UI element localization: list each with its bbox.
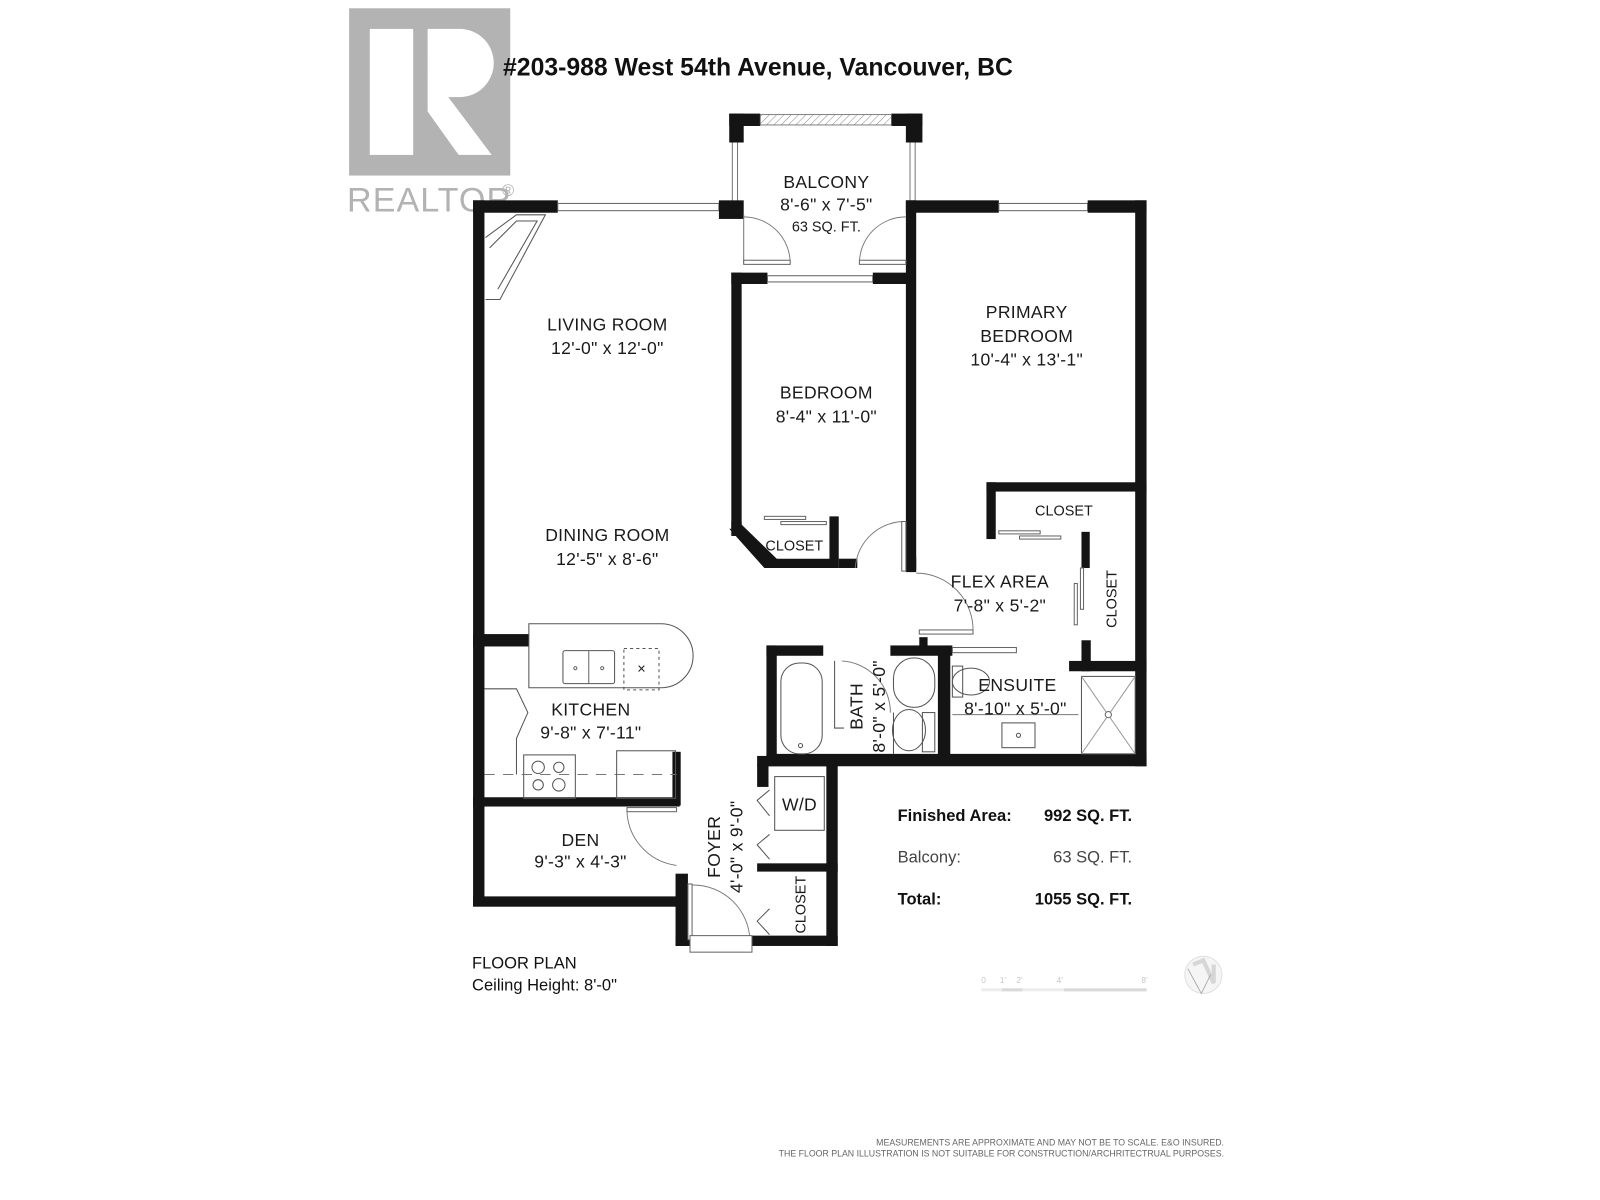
area-summary: Finished Area: 992 SQ. FT. Balcony: 63 S… (898, 806, 1132, 909)
svg-text:8': 8' (1141, 976, 1148, 985)
page-title: #203-988 West 54th Avenue, Vancouver, BC (503, 54, 1013, 81)
scale-bar: 0 1' 2' 4' 8' (981, 976, 1148, 992)
registered-mark: ® (502, 181, 514, 200)
svg-text:7'-8" x 5'-2": 7'-8" x 5'-2" (954, 595, 1046, 615)
svg-text:Balcony:: Balcony: (898, 847, 961, 866)
room-ensuite: ENSUITE 8'-10" x 5'-0" (964, 675, 1067, 719)
svg-text:63 SQ. FT.: 63 SQ. FT. (1053, 847, 1132, 866)
floor-plan-info: FLOOR PLAN Ceiling Height: 8'-0" (472, 954, 617, 995)
svg-text:DEN: DEN (562, 830, 600, 850)
svg-text:PRIMARY: PRIMARY (986, 302, 1068, 322)
room-living-room: LIVING ROOM 12'-0" x 12'-0" (547, 314, 667, 358)
room-dining-room: DINING ROOM 12'-5" x 8'-6" (545, 525, 669, 569)
north-arrow-icon (1184, 955, 1223, 995)
closet-label-primary-side: CLOSET (1105, 570, 1121, 628)
svg-text:DINING ROOM: DINING ROOM (545, 525, 669, 545)
room-bath: BATH 8'-0" x 5'-0" (846, 660, 889, 752)
svg-text:8'-4" x 11'-0": 8'-4" x 11'-0" (776, 406, 877, 426)
svg-text:1055 SQ. FT.: 1055 SQ. FT. (1035, 890, 1132, 909)
svg-text:9'-3" x 4'-3": 9'-3" x 4'-3" (534, 851, 626, 871)
room-den: DEN 9'-3" x 4'-3" (534, 830, 626, 872)
svg-text:×: × (637, 661, 645, 677)
washer-dryer-label: W/D (782, 795, 817, 815)
room-balcony: BALCONY 8'-6" x 7'-5" 63 SQ. FT. (780, 172, 872, 235)
svg-text:12'-5" x 8'-6": 12'-5" x 8'-6" (556, 549, 659, 569)
room-primary-bedroom: PRIMARY BEDROOM 10'-4" x 13'-1" (970, 302, 1083, 370)
svg-text:992 SQ. FT.: 992 SQ. FT. (1044, 806, 1132, 825)
room-flex-area: FLEX AREA 7'-8" x 5'-2" (951, 572, 1049, 616)
room-kitchen: KITCHEN 9'-8" x 7'-11" (540, 700, 641, 743)
svg-text:8'-0" x 5'-0": 8'-0" x 5'-0" (869, 660, 889, 752)
svg-text:Ceiling Height: 8'-0": Ceiling Height: 8'-0" (472, 975, 617, 994)
closet-label-bedroom: CLOSET (765, 538, 823, 554)
svg-text:4': 4' (1057, 976, 1064, 985)
realtor-logo: REALTOR ® (347, 8, 514, 220)
svg-text:BATH: BATH (846, 683, 866, 730)
room-bedroom: BEDROOM 8'-4" x 11'-0" (776, 383, 877, 427)
svg-text:FOYER: FOYER (704, 816, 724, 878)
svg-text:MEASUREMENTS ARE APPROXIMATE A: MEASUREMENTS ARE APPROXIMATE AND MAY NOT… (876, 1137, 1224, 1147)
svg-text:10'-4" x 13'-1": 10'-4" x 13'-1" (970, 350, 1083, 370)
walls (473, 113, 1147, 946)
svg-text:8'-10" x 5'-0": 8'-10" x 5'-0" (964, 699, 1067, 719)
svg-text:BALCONY: BALCONY (783, 172, 869, 192)
svg-text:THE FLOOR PLAN ILLUSTRATION IS: THE FLOOR PLAN ILLUSTRATION IS NOT SUITA… (779, 1149, 1224, 1159)
svg-text:LIVING ROOM: LIVING ROOM (547, 314, 667, 334)
svg-text:8'-6" x 7'-5": 8'-6" x 7'-5" (780, 195, 872, 215)
svg-text:FLOOR PLAN: FLOOR PLAN (472, 954, 577, 973)
closet-label-primary: CLOSET (1035, 503, 1093, 519)
svg-text:12'-0" x 12'-0": 12'-0" x 12'-0" (551, 338, 664, 358)
svg-text:9'-8" x 7'-11": 9'-8" x 7'-11" (540, 722, 641, 742)
closet-label-foyer: CLOSET (794, 876, 810, 934)
svg-text:Finished Area:: Finished Area: (898, 806, 1012, 825)
svg-text:BEDROOM: BEDROOM (780, 383, 873, 403)
svg-text:Total:: Total: (898, 890, 942, 909)
svg-text:ENSUITE: ENSUITE (978, 675, 1056, 695)
svg-text:KITCHEN: KITCHEN (551, 700, 630, 720)
disclaimer: MEASUREMENTS ARE APPROXIMATE AND MAY NOT… (779, 1137, 1224, 1158)
svg-text:2': 2' (1016, 976, 1023, 985)
svg-text:BEDROOM: BEDROOM (980, 326, 1073, 346)
svg-text:1': 1' (1000, 976, 1007, 985)
svg-text:4'-0" x 9'-0": 4'-0" x 9'-0" (727, 801, 747, 893)
room-foyer: FOYER 4'-0" x 9'-0" (704, 801, 747, 893)
svg-text:0: 0 (981, 976, 986, 985)
svg-text:63 SQ. FT.: 63 SQ. FT. (792, 219, 861, 235)
fixtures: × (484, 214, 1136, 953)
svg-text:FLEX AREA: FLEX AREA (951, 572, 1049, 592)
